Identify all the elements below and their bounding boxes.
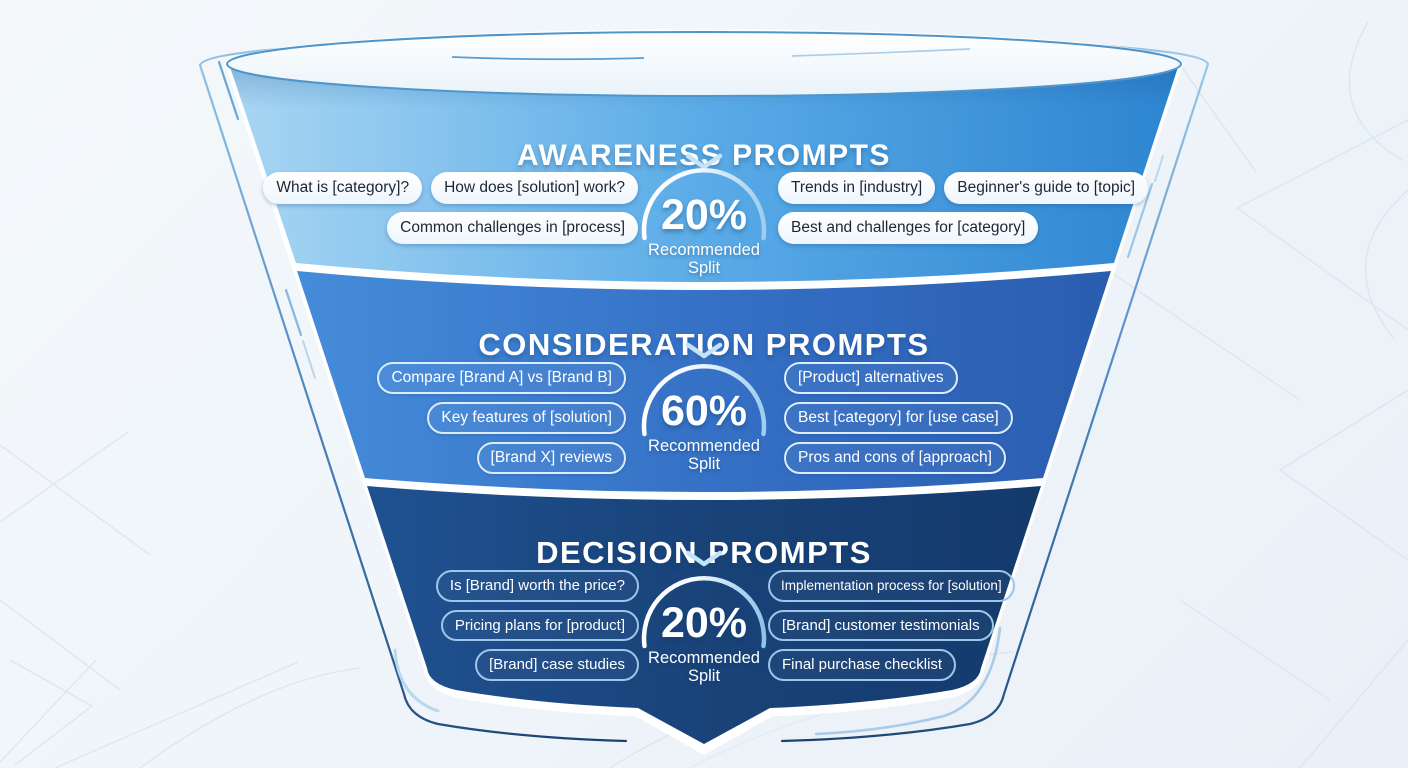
consideration-section-shape	[297, 271, 1111, 492]
prompt-pill: Pricing plans for [product]	[440, 609, 639, 641]
awareness-right-prompts: Trends in [industry] Beginner's guide to…	[778, 172, 1149, 245]
pill-row: Best and challenges for [category]	[778, 212, 1039, 245]
consideration-left-prompts: Compare [Brand A] vs [Brand B] Key featu…	[377, 362, 626, 475]
prompt-pill: Key features of [solution]	[427, 402, 626, 435]
chevron-down-icon	[685, 550, 723, 567]
split-percentage: 60%	[660, 387, 748, 435]
split-label: Recommended Split	[619, 649, 789, 686]
split-label: Recommended Split	[619, 437, 789, 474]
decision-left-prompts: Is [Brand] worth the price? Pricing plan…	[435, 570, 639, 681]
pill-row: Trends in [industry] Beginner's guide to…	[778, 172, 1149, 205]
split-label-line2: Split	[687, 455, 721, 474]
prompt-pill: Best [category] for [use case]	[784, 402, 1013, 435]
split-label-line1: Recommended	[648, 437, 760, 455]
consideration-right-prompts: [Product] alternatives Best [category] f…	[784, 362, 1013, 475]
prompt-pill: What is [category]?	[263, 172, 423, 205]
prompt-pill: Common challenges in [process]	[387, 212, 638, 245]
gauge-arc	[641, 168, 767, 241]
consideration-split-gauge: 60% Recommended Split	[619, 364, 789, 474]
gauge-arc	[641, 364, 767, 437]
split-label-line1: Recommended	[648, 241, 760, 259]
funnel-mouth	[226, 31, 1182, 97]
split-percentage: 20%	[660, 599, 748, 647]
decision-split-gauge: 20% Recommended Split	[619, 576, 789, 686]
gauge-arc	[641, 576, 767, 649]
prompt-pill: Final purchase checklist	[768, 649, 957, 681]
prompt-pill: Pros and cons of [approach]	[784, 442, 1006, 475]
pill-row: Common challenges in [process]	[387, 212, 638, 245]
prompt-pill: Implementation process for [solution]	[768, 570, 1015, 602]
prompt-pill: Is [Brand] worth the price?	[435, 570, 639, 602]
decision-right-prompts: Implementation process for [solution] [B…	[768, 570, 1015, 681]
split-label-line1: Recommended	[648, 649, 760, 667]
prompt-pill: [Brand] customer testimonials	[768, 609, 994, 642]
chevron-down-icon	[685, 153, 723, 170]
prompt-pill: [Brand X] reviews	[476, 442, 626, 475]
prompt-pill: Compare [Brand A] vs [Brand B]	[377, 362, 626, 395]
rim-reflection-lines	[451, 48, 971, 61]
split-label: Recommended Split	[619, 241, 789, 278]
prompt-pill: Best and challenges for [category]	[778, 212, 1039, 245]
prompt-pill: [Product] alternatives	[784, 362, 958, 395]
prompt-pill: [Brand] case studies	[475, 649, 639, 681]
awareness-split-gauge: 20% Recommended Split	[619, 168, 789, 278]
split-label-line2: Split	[687, 667, 721, 686]
prompt-pill: Trends in [industry]	[778, 172, 936, 205]
split-percentage: 20%	[660, 191, 748, 239]
prompt-pill: How does [solution] work?	[431, 172, 638, 205]
prompt-pill: Beginner's guide to [topic]	[944, 172, 1149, 205]
pill-row: What is [category]? How does [solution] …	[263, 172, 638, 205]
split-label-line2: Split	[687, 259, 721, 278]
awareness-left-prompts: What is [category]? How does [solution] …	[263, 172, 638, 245]
chevron-down-icon	[685, 342, 723, 359]
